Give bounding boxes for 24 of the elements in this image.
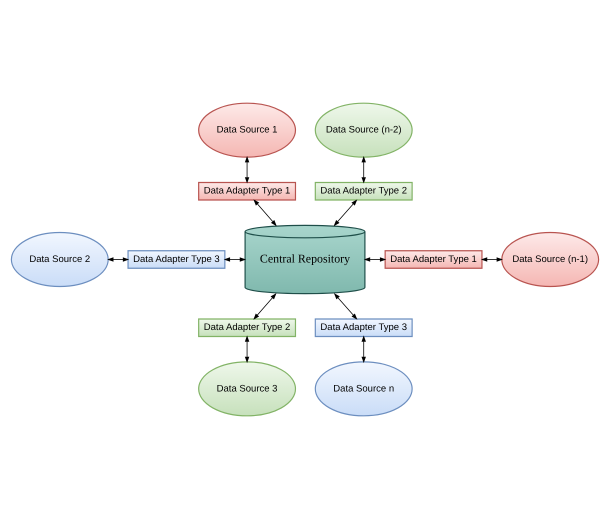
node-box: Data Adapter Type 3 bbox=[127, 250, 226, 268]
arrow bbox=[253, 198, 277, 226]
node-ellipse: Data Source (n-1) bbox=[501, 231, 600, 287]
arrow bbox=[244, 156, 250, 184]
arrow bbox=[224, 256, 246, 262]
arrow bbox=[334, 292, 358, 320]
node-box: Data Adapter Type 2 bbox=[314, 181, 413, 200]
node-ellipse: Data Source 1 bbox=[198, 102, 296, 158]
arrow bbox=[107, 256, 130, 262]
arrow bbox=[480, 256, 503, 262]
arrow bbox=[244, 334, 250, 363]
node-ellipse: Data Source 3 bbox=[198, 360, 296, 416]
arrow bbox=[334, 198, 358, 226]
node-box: Data Adapter Type 1 bbox=[384, 250, 483, 268]
node-ellipse: Data Source (n-2) bbox=[314, 102, 413, 158]
node-box: Data Adapter Type 2 bbox=[198, 318, 296, 337]
node-ellipse: Data Source n bbox=[314, 360, 413, 416]
arrow bbox=[364, 256, 386, 262]
node-box: Data Adapter Type 3 bbox=[314, 318, 413, 337]
arrow bbox=[362, 156, 366, 184]
arrow bbox=[362, 334, 366, 363]
arrow bbox=[253, 292, 276, 320]
node-ellipse: Data Source 2 bbox=[10, 231, 109, 287]
node-box: Data Adapter Type 1 bbox=[198, 181, 296, 200]
